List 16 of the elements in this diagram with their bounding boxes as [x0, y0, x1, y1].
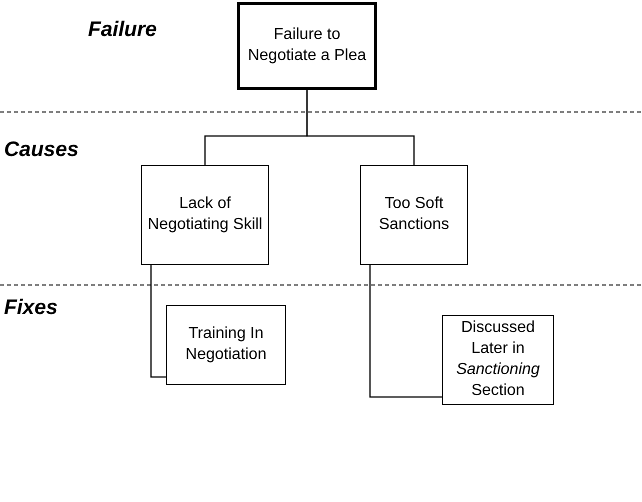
tier-heading: Causes	[4, 138, 79, 162]
process-box	[442, 315, 554, 405]
process-box	[166, 305, 286, 385]
process-box	[237, 2, 377, 90]
box-label: Failure to Negotiate a Plea	[246, 25, 368, 66]
connector-line	[306, 90, 415, 165]
tier-heading: Failure	[88, 18, 157, 42]
tier-heading: Fixes	[4, 296, 58, 320]
box-label: Too Soft Sanctions	[378, 194, 450, 235]
box-label: Discussed Later in Sanctioning Section	[455, 318, 541, 401]
connector-line	[369, 265, 442, 398]
process-box	[360, 165, 468, 265]
box-label: Lack of Negotiating Skill	[146, 194, 264, 235]
box-label: Training In Negotiation	[184, 324, 268, 365]
process-box	[141, 165, 269, 265]
connector-line	[150, 265, 166, 378]
